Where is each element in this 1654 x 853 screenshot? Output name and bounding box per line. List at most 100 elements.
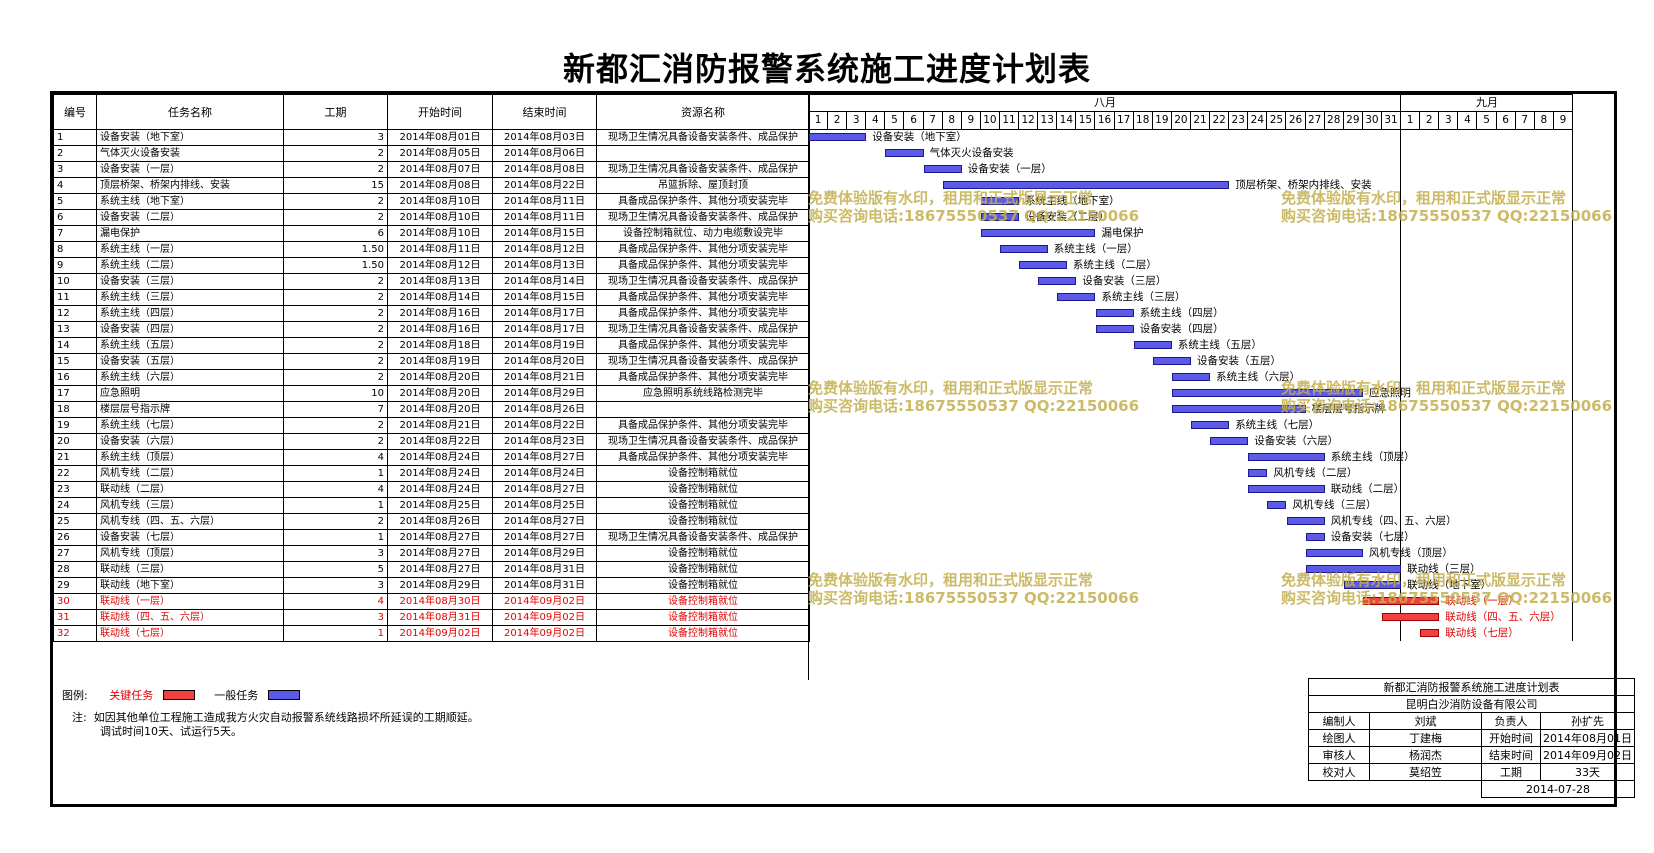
task-end: 2014年08月27日 [492, 481, 597, 498]
gantt-bar [1133, 341, 1172, 349]
footnote: 注: 如因其他单位工程施工造成我方火灾自动报警系统线路损坏所延误的工期顺延。 调… [72, 711, 479, 739]
gantt-bar [1286, 517, 1325, 525]
legend: 图例: 关键任务 一般任务 [62, 687, 316, 703]
task-end: 2014年08月24日 [492, 465, 597, 482]
gantt-bar-label: 风机专线（三层） [1292, 499, 1377, 511]
task-end: 2014年08月11日 [492, 209, 597, 226]
task-id: 3 [53, 161, 97, 178]
task-end: 2014年08月23日 [492, 433, 597, 450]
task-name: 系统主线（二层） [96, 257, 284, 274]
task-duration: 2 [283, 417, 388, 434]
task-start: 2014年08月10日 [387, 209, 493, 226]
task-id: 32 [53, 625, 97, 642]
gantt-bar-label: 风机专线（四、五、六层） [1330, 515, 1457, 527]
task-start: 2014年08月10日 [387, 225, 493, 242]
task-resource: 具备成品保护条件、其他分项安装完毕 [596, 257, 810, 274]
day-tick-label: 27 [1306, 111, 1325, 129]
task-id: 11 [53, 289, 97, 306]
task-start: 2014年08月24日 [387, 449, 493, 466]
task-name: 应急照明 [96, 385, 284, 402]
task-resource [596, 145, 810, 162]
task-resource: 设备控制箱就位 [596, 465, 810, 482]
day-tick-label: 15 [1076, 111, 1096, 129]
task-end: 2014年08月25日 [492, 497, 597, 514]
task-id: 13 [53, 321, 97, 338]
task-start: 2014年08月13日 [387, 273, 493, 290]
task-resource: 设备控制箱就位 [596, 577, 810, 594]
task-end: 2014年08月08日 [492, 161, 597, 178]
task-duration: 1 [283, 529, 388, 546]
task-resource: 现场卫生情况具备设备安装条件、成品保护 [596, 209, 810, 226]
info-reviewer-label: 审核人 [1308, 746, 1370, 764]
gantt-bar-label: 设备安装（一层） [967, 163, 1052, 175]
task-name: 设备安装（二层） [96, 209, 284, 226]
task-resource: 设备控制箱就位 [596, 545, 810, 562]
task-duration: 1.50 [283, 257, 388, 274]
task-start: 2014年08月27日 [387, 545, 493, 562]
gantt-bar-label: 联动线（二层） [1330, 483, 1405, 495]
task-start: 2014年08月05日 [387, 145, 493, 162]
month-divider [1400, 94, 1402, 641]
col-header-name: 任务名称 [96, 94, 284, 130]
task-duration: 3 [283, 577, 388, 594]
gantt-bar [1343, 581, 1402, 589]
task-duration: 6 [283, 225, 388, 242]
task-end: 2014年08月20日 [492, 353, 597, 370]
watermark-line-2: 购买咨询电话:18675550537 QQ:22150066 [808, 589, 1140, 607]
gantt-bar [1038, 277, 1077, 285]
task-id: 18 [53, 401, 97, 418]
task-end: 2014年09月02日 [492, 609, 597, 626]
task-name: 设备安装（地下室） [96, 129, 284, 146]
task-start: 2014年08月30日 [387, 593, 493, 610]
task-duration: 1 [283, 465, 388, 482]
watermark-text: 免费体验版有水印，租用和正式版显示正常购买咨询电话:18675550537 QQ… [1281, 189, 1612, 225]
task-start: 2014年08月25日 [387, 497, 493, 514]
task-name: 风机专线（顶层） [96, 545, 284, 562]
task-duration: 3 [283, 545, 388, 562]
task-name: 设备安装（四层） [96, 321, 284, 338]
task-end: 2014年08月14日 [492, 273, 597, 290]
task-name: 楼层层号指示牌 [96, 401, 284, 418]
task-id: 20 [53, 433, 97, 450]
task-id: 2 [53, 145, 97, 162]
gantt-bar-label: 风机专线（顶层） [1368, 547, 1453, 559]
gantt-bar-label: 漏电保护 [1101, 227, 1144, 239]
task-id: 19 [53, 417, 97, 434]
gantt-bar [1191, 421, 1230, 429]
task-id: 23 [53, 481, 97, 498]
info-end: 2014年09月02日 [1540, 746, 1635, 764]
task-end: 2014年09月02日 [492, 593, 597, 610]
gantt-bar-label: 设备安装（地下室） [872, 131, 967, 143]
month-label: 九月 [1476, 96, 1499, 109]
gantt-bar [1362, 597, 1440, 605]
task-resource: 设备控制箱就位、动力电缆敷设完毕 [596, 225, 810, 242]
watermark-line-1: 免费体验版有水印，租用和正式版显示正常 [808, 571, 1094, 589]
watermark-line-2: 购买咨询电话:18675550537 QQ:22150066 [808, 207, 1140, 225]
task-duration: 5 [283, 561, 388, 578]
day-tick-label: 22 [1210, 111, 1230, 129]
task-duration: 3 [283, 129, 388, 146]
day-tick-label: 5 [885, 111, 905, 129]
col-header-end: 结束时间 [492, 94, 597, 130]
task-end: 2014年08月27日 [492, 513, 597, 530]
day-tick-label: 9 [1554, 111, 1573, 129]
task-end: 2014年08月29日 [492, 545, 597, 562]
task-resource: 现场卫生情况具备设备安装条件、成品保护 [596, 321, 810, 338]
task-id: 25 [53, 513, 97, 530]
task-resource: 具备成品保护条件、其他分项安装完毕 [596, 305, 810, 322]
task-id: 26 [53, 529, 97, 546]
task-name: 风机专线（三层） [96, 497, 284, 514]
day-tick-label: 7 [1516, 111, 1535, 129]
day-tick-label: 31 [1382, 111, 1402, 129]
gantt-bar-label: 系统主线（六层） [1216, 371, 1301, 383]
watermark-line-1: 免费体验版有水印，租用和正式版显示正常 [808, 379, 1094, 397]
month-label: 八月 [1094, 96, 1117, 109]
task-name: 联动线（一层） [96, 593, 284, 610]
